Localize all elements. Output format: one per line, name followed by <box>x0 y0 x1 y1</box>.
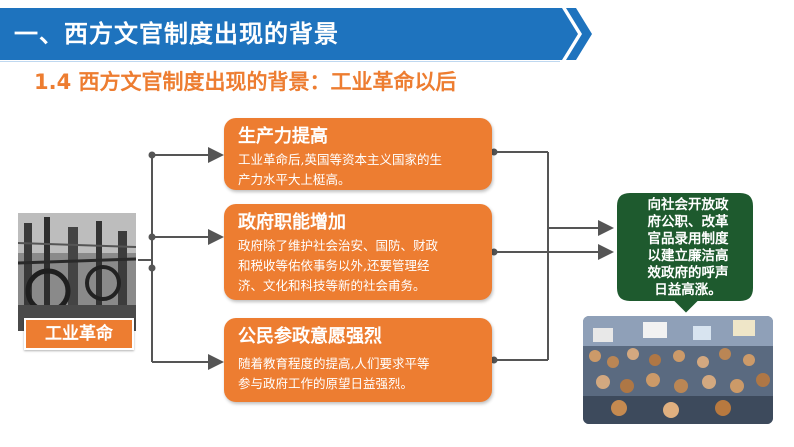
result-text-line: 日益高涨。 <box>654 282 722 298</box>
box-productivity: 生产力提高 工业革命后,英国等资本主义国家的生 产力水平大上梃高。 <box>224 118 492 190</box>
box-government-functions: 政府职能增加 政府除了维护社会治安、国防、财政 和税收等佑依事务以外,还要管理经… <box>224 204 492 300</box>
box-title: 公民参政意愿强烈 <box>238 326 382 347</box>
header-bar: 一、西方文官制度出现的背景 <box>0 0 794 62</box>
industrial-revolution-label: 工业革命 <box>24 318 134 350</box>
industrial-revolution-photo <box>18 213 136 331</box>
result-text: 向社会开放政 府公职、改革 官品录用制度 以建立廉洁高 效政府的呼声 日益高涨。 <box>641 197 735 299</box>
result-text-line: 以建立廉洁高 <box>647 248 729 264</box>
result-text-line: 向社会开放政 <box>647 197 729 213</box>
box-title: 政府职能增加 <box>238 212 346 233</box>
result-text-line: 效政府的呼声 <box>647 265 729 281</box>
box-text: 随着教育程度的提高,人们要求平等 参与政府工作的原望日益强烈。 <box>238 354 488 394</box>
box-text-line: 工业革命后,英国等资本主义国家的生 <box>238 152 442 167</box>
box-text-line: 政府除了维护社会治安、国防、财政 <box>238 238 439 253</box>
result-text-line: 官品录用制度 <box>647 231 729 247</box>
box-text-line: 参与政府工作的原望日益强烈。 <box>238 376 414 391</box>
crowd-photo <box>583 316 773 424</box>
box-text-line: 济、文化和科技等新的社会甫务。 <box>238 278 426 293</box>
page-title: 一、西方文官制度出现的背景 <box>14 20 339 48</box>
box-text-line: 和税收等佑依事务以外,还要管理经 <box>238 258 430 273</box>
result-shape <box>615 191 755 316</box>
result-text-line: 府公职、改革 <box>647 214 729 230</box>
box-text: 工业革命后,英国等资本主义国家的生 产力水平大上梃高。 <box>238 150 488 190</box>
box-text-line: 产力水平大上梃高。 <box>238 172 351 187</box>
box-title: 生产力提高 <box>238 126 328 147</box>
header-banner-shape <box>0 8 592 62</box>
box-citizen-participation: 公民参政意愿强烈 随着教育程度的提高,人们要求平等 参与政府工作的原望日益强烈。 <box>224 318 492 402</box>
section-subtitle: 1.4 西方文官制度出现的背景：工业革命以后 <box>34 70 457 94</box>
box-text-line: 随着教育程度的提高,人们要求平等 <box>238 356 430 371</box>
box-text: 政府除了维护社会治安、国防、财政 和税收等佑依事务以外,还要管理经 济、文化和科… <box>238 236 488 296</box>
